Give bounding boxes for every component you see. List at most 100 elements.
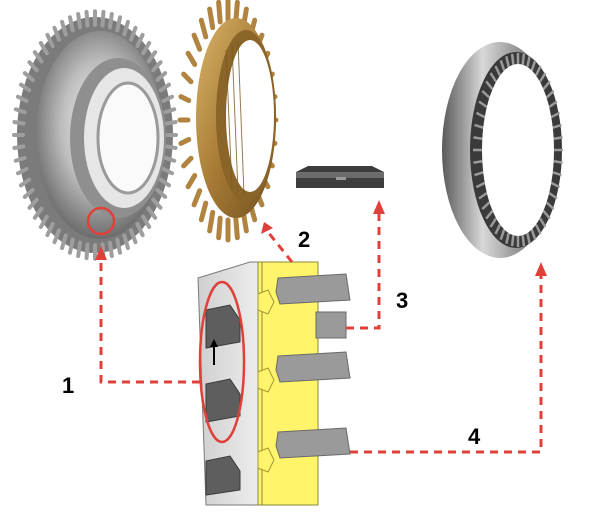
ring-tooth [198,17,209,40]
sleeve-spline [474,123,484,129]
leader-arrowhead-2 [261,222,273,234]
gear-tooth [122,19,130,37]
sleeve-spline [521,235,526,247]
sleeve-spline [550,181,561,189]
ring-tooth [191,188,203,208]
hub-highlight-ellipse [198,280,246,444]
sleeve-spline [475,111,486,119]
sleeve-spline [475,181,486,189]
gear-tooth [163,155,177,163]
ring-tooth [185,50,198,67]
sleeve-spline [474,171,484,177]
sleeve-spline [494,65,502,77]
callout-1: 1 [62,373,75,398]
gear-tooth [122,233,130,251]
gear-tooth [155,71,168,82]
callout-4: 4 [468,424,481,449]
cross-section [197,261,351,506]
sleeve-spline [478,100,488,109]
leader-line-1 [99,258,200,384]
sleeve-spline [542,210,551,220]
sleeve-spline [473,136,483,141]
sleeve-spline [489,217,498,228]
gear-tooth [161,166,175,176]
ring-tooth [185,173,198,190]
leader-arrowhead-1 [95,246,107,260]
gear-tooth [67,237,75,255]
gear-tooth [60,19,68,37]
leader-line-3 [346,212,381,330]
sleeve-spline [485,210,494,220]
gear-tooth [129,228,138,245]
gear-teeth [12,9,178,261]
ring-tooth [207,209,216,234]
gear-tooth [27,197,39,210]
gear-tooth [115,15,123,33]
sleeve-spline [485,80,494,90]
gear-tooth [107,11,114,30]
sleeve-spline [499,229,506,241]
ring-tooth [207,6,216,31]
sleeve-spline [538,217,547,228]
gear-tooth [155,188,168,199]
ring-tooth [233,215,240,241]
gear-tooth [146,50,158,64]
sleeve-spline [473,159,483,164]
callout-2: 2 [298,227,311,252]
gear-tooth [146,206,158,220]
gear-tooth [100,9,106,28]
gear-tooth [38,214,49,229]
sleeve-spline [510,53,515,65]
gear-tooth [19,82,32,93]
sleeve-spline [510,235,515,247]
synchronizer-ring-icon [177,0,279,243]
sleeve-spline [534,65,542,77]
gear-tooth [107,240,114,259]
gear-tooth [52,25,61,42]
gear-tooth [115,237,123,255]
sleeve-spline [478,191,488,200]
gear-tooth [12,120,26,126]
sleeve-spline [494,223,502,235]
gear-tooth [32,206,44,220]
ring-tooth [178,137,192,146]
sleeve-spline [499,59,506,71]
gear-tooth [45,221,55,238]
sleeve-spline [553,136,563,141]
gear-tooth [15,94,29,104]
sleeve-spline [545,90,555,99]
gear-tooth [60,233,68,251]
gear-tooth [12,144,26,150]
sleeve-spline [550,111,561,119]
ring-tooth [178,94,192,103]
gear-tooth [32,50,44,64]
sleeve-spline [481,90,491,99]
gear-tooth [141,214,152,229]
gear-tooth [19,177,32,188]
helical-gear-icon [12,9,178,261]
gear-tooth [38,41,49,56]
gear-tooth [164,120,178,126]
gear-tooth [13,155,27,163]
leader-line-2 [266,231,294,263]
sleeve-spline [530,59,537,71]
sleeve-spline [545,201,555,210]
gear-tooth [52,228,61,245]
synchronizer-sleeve-icon [442,42,563,258]
gear-tooth [158,177,171,188]
gear-tooth [135,221,145,238]
gear-tooth [22,71,35,82]
gear-tooth [67,15,75,33]
gear-tooth [84,9,90,28]
gear-tooth [22,188,35,199]
sleeve-spline [521,53,526,65]
gear-tooth [129,25,138,42]
gear-tooth [164,144,178,150]
gear-tooth [163,107,177,115]
sleeve-spline [548,100,558,109]
sleeve-splines [473,53,563,247]
sleeve-spline [553,159,563,164]
callout-3: 3 [396,288,409,313]
sleeve-spline [526,232,531,244]
